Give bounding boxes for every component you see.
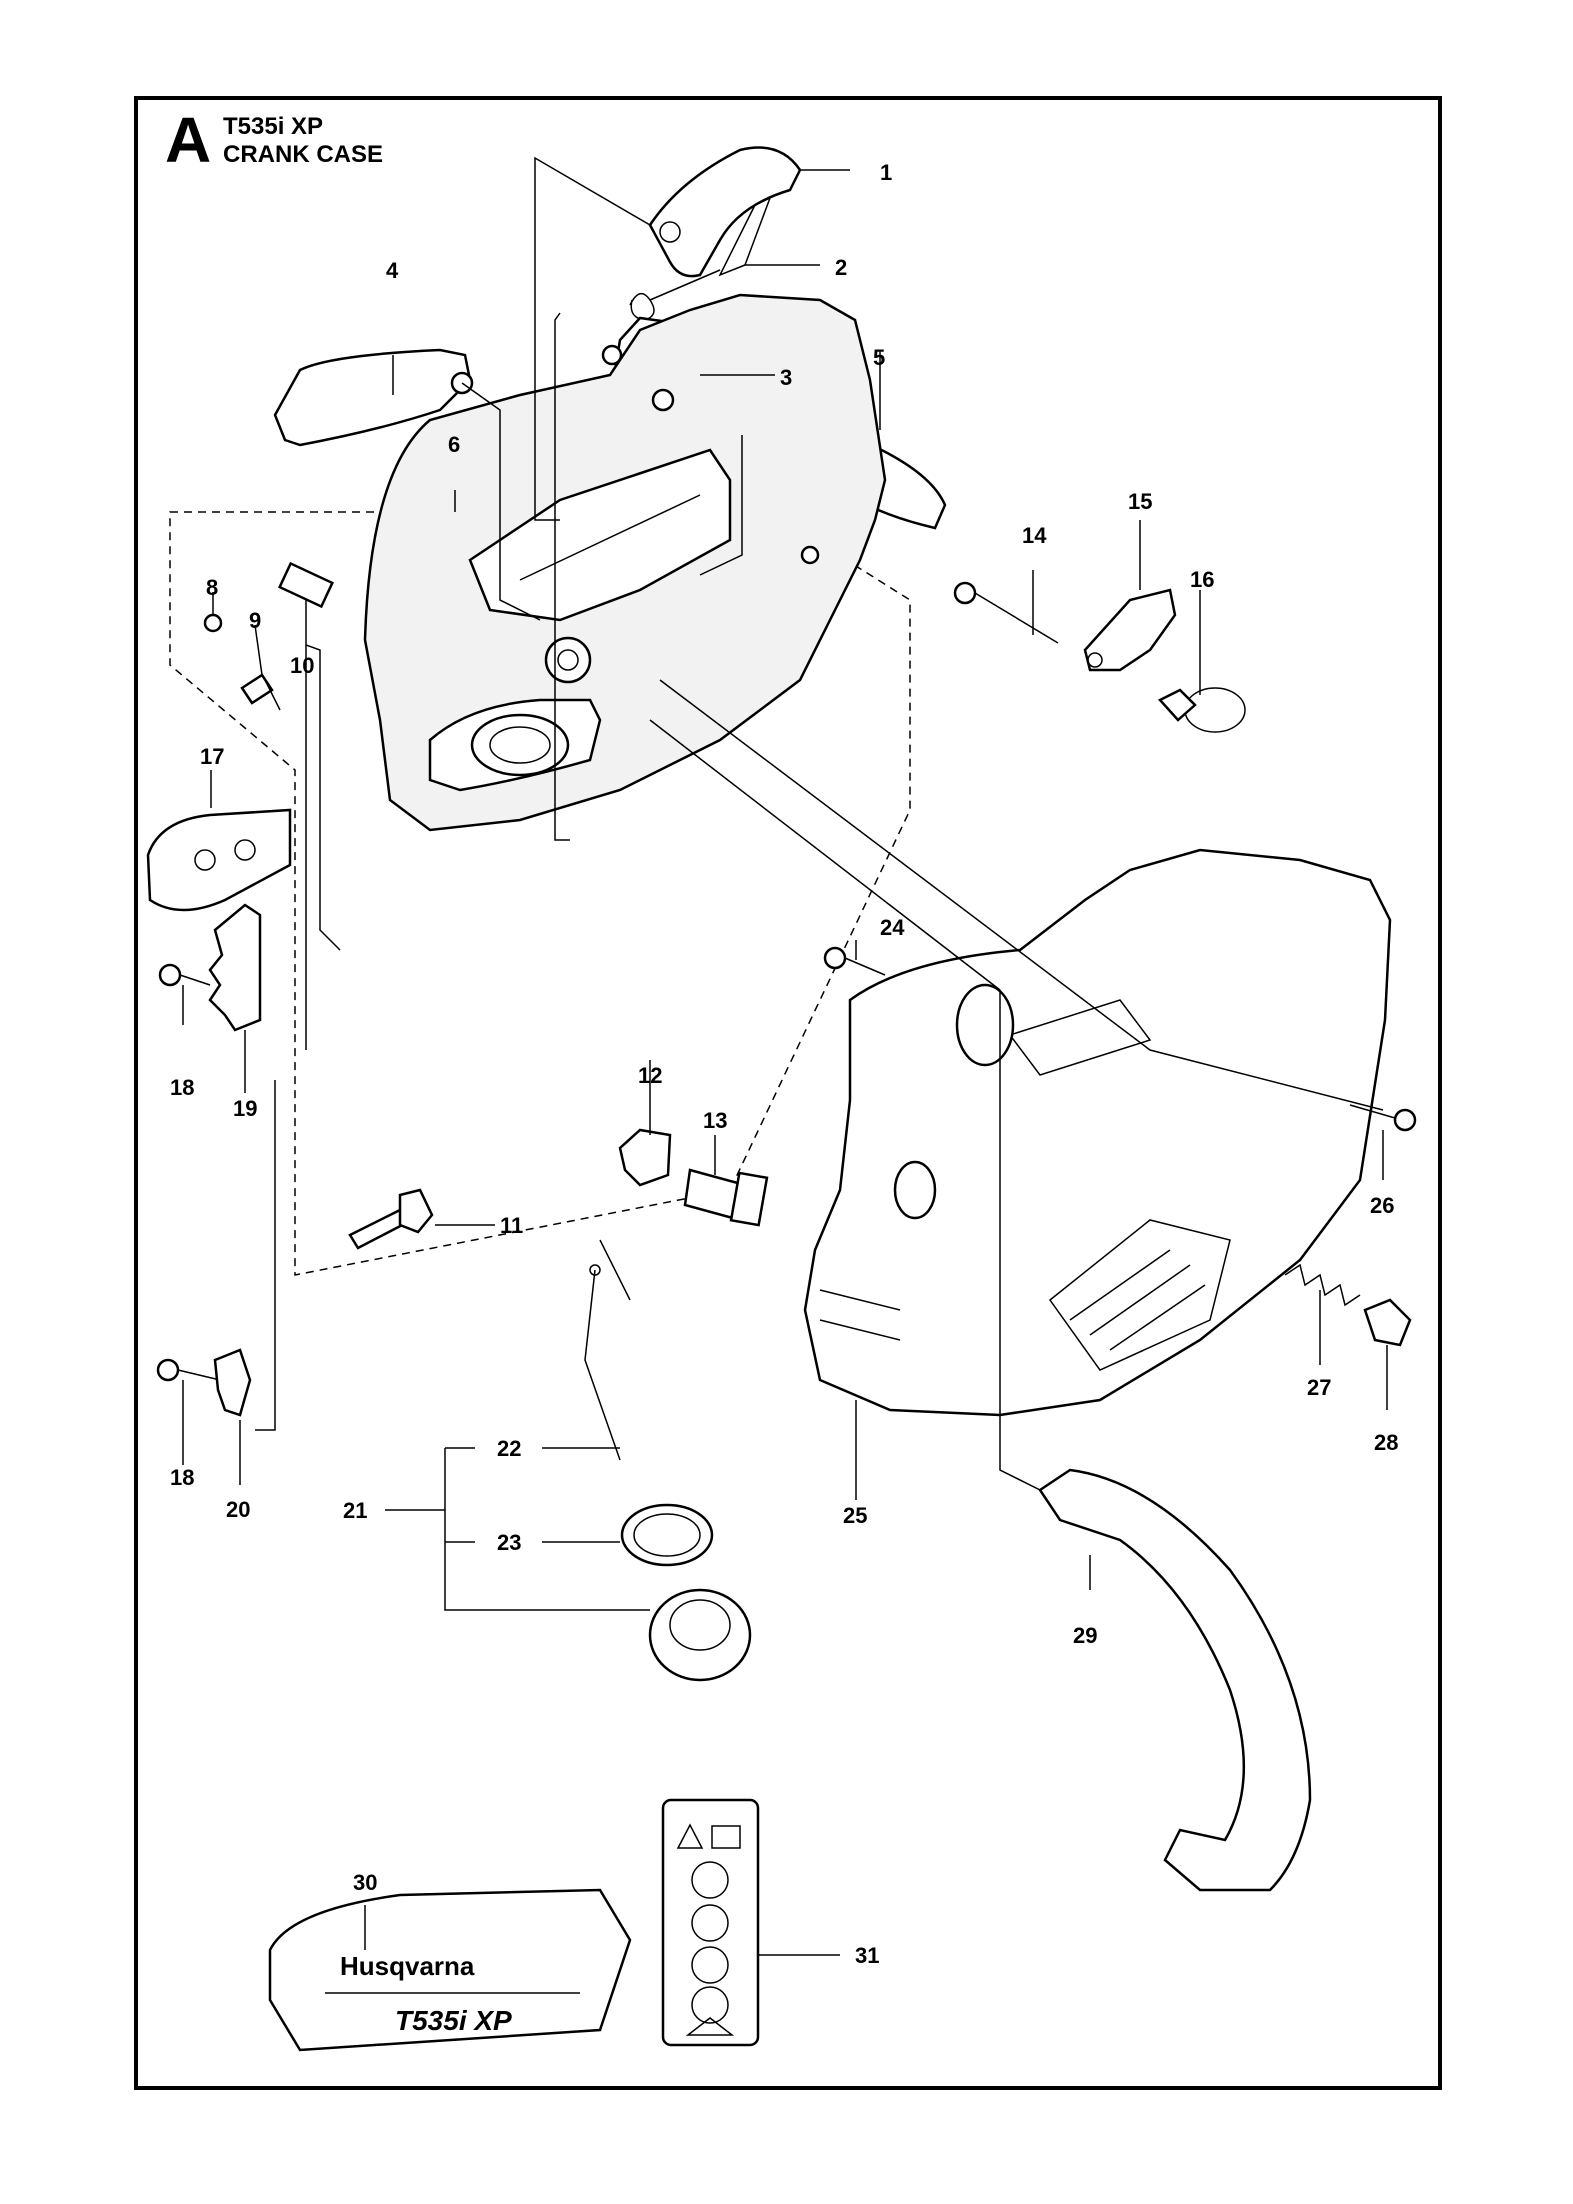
- part-21-tank-cap: [648, 1588, 752, 1682]
- leader-lines: [182, 156, 1388, 1956]
- section-letter: A: [165, 104, 212, 176]
- callout-17: 17: [200, 744, 224, 769]
- warning-triangle-small-icon: [685, 2017, 735, 2036]
- part-31-warning-label: [661, 1798, 760, 2047]
- part-22-cable: [584, 1264, 621, 1461]
- callout-13: 13: [703, 1108, 727, 1133]
- callout-19: 19: [233, 1096, 257, 1121]
- part-29-front-handle: [1038, 1468, 1312, 1892]
- kickback-icon: [691, 1946, 729, 1984]
- part-23-gasket: [620, 1503, 714, 1567]
- callout-28: 28: [1374, 1430, 1398, 1455]
- part-9-nipple: [240, 673, 281, 711]
- callout-9: 9: [249, 608, 261, 633]
- callout-14: 14: [1022, 523, 1047, 548]
- callout-21: 21: [343, 1498, 367, 1523]
- callout-10: 10: [290, 653, 314, 678]
- drawing-frame: [134, 96, 1442, 2090]
- callout-20: 20: [226, 1497, 250, 1522]
- part-10-sleeve: [277, 561, 335, 609]
- callout-26: 26: [1370, 1193, 1394, 1218]
- callout-27: 27: [1307, 1375, 1331, 1400]
- part-18-screw-upper: [158, 963, 211, 987]
- callout-2: 2: [835, 255, 847, 280]
- part-27-spring: [1284, 1263, 1361, 1307]
- callout-5: 5: [873, 345, 885, 370]
- callout-25: 25: [843, 1503, 867, 1528]
- callout-1: 1: [880, 160, 892, 185]
- decal-model-text: T535i XP: [395, 2005, 512, 2036]
- part-13-bolt: [683, 1168, 769, 1227]
- part-26-screw: [1349, 1104, 1417, 1132]
- callout-6: 6: [448, 432, 460, 457]
- part-19-bumper-spike: [208, 903, 262, 1032]
- callout-31: 31: [855, 1943, 879, 1968]
- part-20-chain-catcher: [213, 1348, 252, 1417]
- helmet-icon: [691, 1861, 729, 1899]
- assembly-outline-6: [169, 511, 911, 1276]
- part-11-stud: [348, 1188, 434, 1250]
- prohibited-icon: [691, 1986, 729, 2024]
- one-hand-prohibited-icon: [691, 1904, 729, 1942]
- part-18-screw-lower: [156, 1358, 221, 1382]
- callout-24: 24: [880, 915, 905, 940]
- part-1-throttle-lever: [648, 146, 802, 278]
- callout-29: 29: [1073, 1623, 1097, 1648]
- callout-12: 12: [638, 1063, 662, 1088]
- part-30-brand-decal: Husqvarna T535i XP: [268, 1888, 632, 2052]
- part-14-screw: [953, 581, 1059, 644]
- part-24-screw: [823, 946, 886, 976]
- part-16-ring-clip: [1157, 687, 1246, 733]
- part-12-nut-plate: [618, 1128, 672, 1187]
- part-4-handle-cover: [273, 348, 474, 447]
- callout-8: 8: [206, 575, 218, 600]
- part-2-spring: [629, 196, 772, 321]
- callout-15: 15: [1128, 489, 1152, 514]
- callout-labels: 1 2 3 4 5 6 8 9 10 11 12 13 14 15 16 17 …: [170, 160, 1398, 1968]
- callout-18-lower: 18: [170, 1465, 194, 1490]
- part-6-crank-case: [363, 293, 887, 832]
- warning-triangle-icon: [676, 1823, 704, 1849]
- model-title: T535i XP: [223, 113, 324, 140]
- manual-book-icon: [711, 1825, 741, 1849]
- callout-30: 30: [353, 1870, 377, 1895]
- callout-23: 23: [497, 1530, 521, 1555]
- callout-16: 16: [1190, 567, 1214, 592]
- part-28-button: [1363, 1298, 1412, 1347]
- part-25-starter-housing: [803, 848, 1392, 1417]
- callout-3: 3: [780, 365, 792, 390]
- part-15-bracket: [1083, 588, 1177, 672]
- part-17-guide-plate: [146, 808, 292, 912]
- decal-brand-text: Husqvarna: [340, 1951, 475, 1981]
- callout-11: 11: [500, 1213, 523, 1238]
- section-title: CRANK CASE: [223, 141, 384, 168]
- callout-4: 4: [386, 258, 399, 283]
- part-8-plug: [203, 613, 223, 633]
- callout-22: 22: [497, 1436, 521, 1461]
- callout-18-upper: 18: [170, 1075, 194, 1100]
